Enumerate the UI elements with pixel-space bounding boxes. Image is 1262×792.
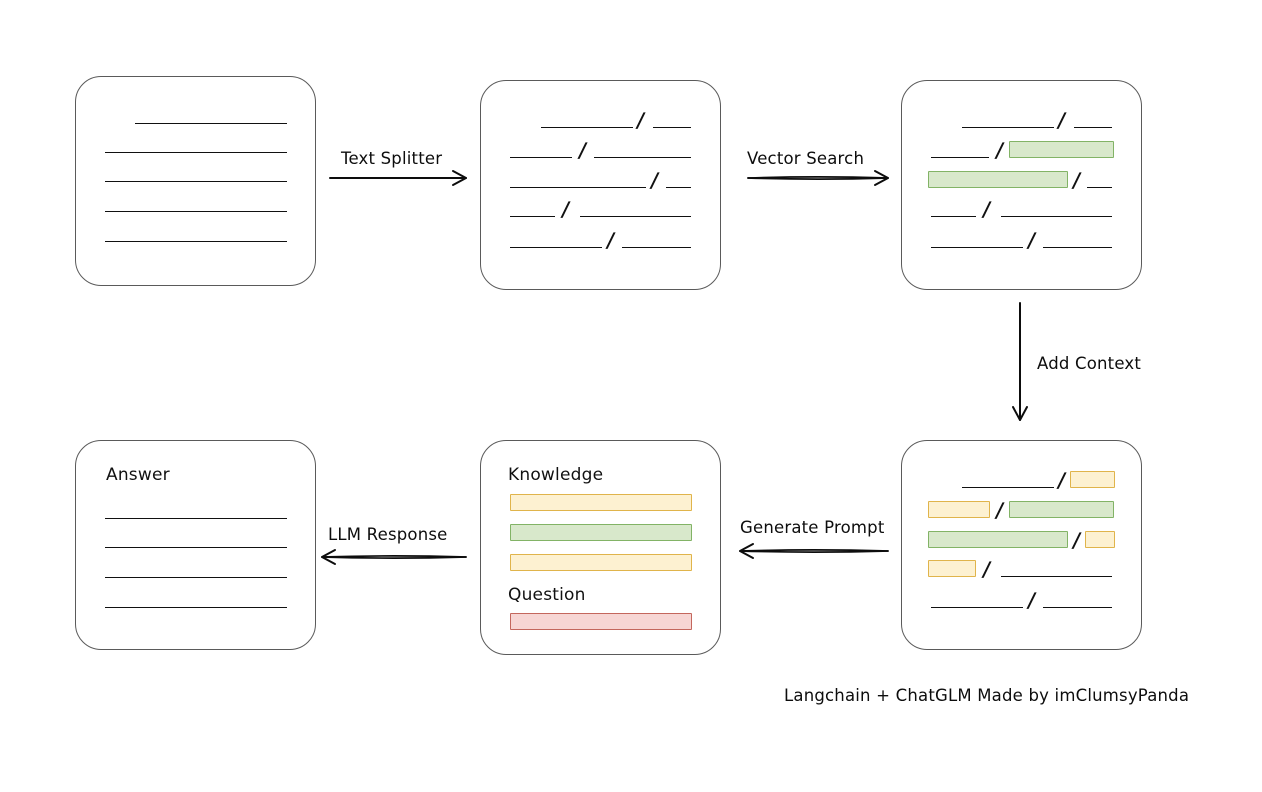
text-rule <box>105 577 287 578</box>
node-split-chunks[interactable] <box>480 80 721 290</box>
text-rule <box>1043 247 1112 248</box>
text-rule <box>105 547 287 548</box>
text-rule <box>622 247 691 248</box>
prompt-bar-red <box>510 613 692 630</box>
text-rule <box>541 127 633 128</box>
text-rule <box>105 607 287 608</box>
prompt-bar-yellow <box>510 494 692 511</box>
arrow-llm-response <box>321 549 467 565</box>
highlight-chip-yellow <box>928 560 976 577</box>
text-rule <box>1001 216 1112 217</box>
edge-label-llm-response: LLM Response <box>328 525 448 544</box>
highlight-chip-green <box>928 171 1068 188</box>
text-rule <box>962 487 1054 488</box>
edge-label-add-context: Add Context <box>1037 354 1142 373</box>
node-label-answer-0: Answer <box>106 465 170 485</box>
node-answer[interactable] <box>75 440 316 650</box>
text-rule <box>510 157 572 158</box>
arrow-vector-search <box>747 170 889 186</box>
text-rule <box>510 247 602 248</box>
arrow-generate-prompt <box>739 543 889 559</box>
highlight-chip-yellow <box>1085 531 1115 548</box>
text-rule <box>510 216 555 217</box>
text-rule <box>962 127 1054 128</box>
node-label-prompt-0: Knowledge <box>508 465 604 485</box>
highlight-chip-green <box>1009 501 1114 518</box>
edge-label-text-splitter: Text Splitter <box>341 149 443 168</box>
text-rule <box>931 216 976 217</box>
text-rule <box>105 181 287 182</box>
text-rule <box>105 152 287 153</box>
edge-label-vector-search: Vector Search <box>747 149 865 168</box>
highlight-chip-yellow <box>928 501 990 518</box>
prompt-bar-green <box>510 524 692 541</box>
text-rule <box>105 518 287 519</box>
highlight-chip-green <box>928 531 1068 548</box>
highlight-chip-yellow <box>1070 471 1115 488</box>
text-rule <box>135 123 287 124</box>
text-rule <box>580 216 691 217</box>
text-rule <box>931 157 989 158</box>
highlight-chip-green <box>1009 141 1114 158</box>
text-rule <box>931 607 1023 608</box>
text-rule <box>105 241 287 242</box>
text-rule <box>666 187 691 188</box>
text-rule <box>1087 187 1112 188</box>
footer-credit: Langchain + ChatGLM Made by imClumsyPand… <box>784 686 1190 705</box>
prompt-bar-yellow <box>510 554 692 571</box>
edge-label-generate-prompt: Generate Prompt <box>740 518 885 537</box>
text-rule <box>510 187 646 188</box>
text-rule <box>594 157 691 158</box>
arrow-text-splitter <box>329 170 467 186</box>
text-rule <box>653 127 691 128</box>
arrow-add-context <box>1012 302 1028 421</box>
text-rule <box>1043 607 1112 608</box>
text-rule <box>105 211 287 212</box>
text-rule <box>1074 127 1112 128</box>
text-rule <box>1001 576 1112 577</box>
text-rule <box>931 247 1023 248</box>
node-label-prompt-1: Question <box>508 585 586 605</box>
